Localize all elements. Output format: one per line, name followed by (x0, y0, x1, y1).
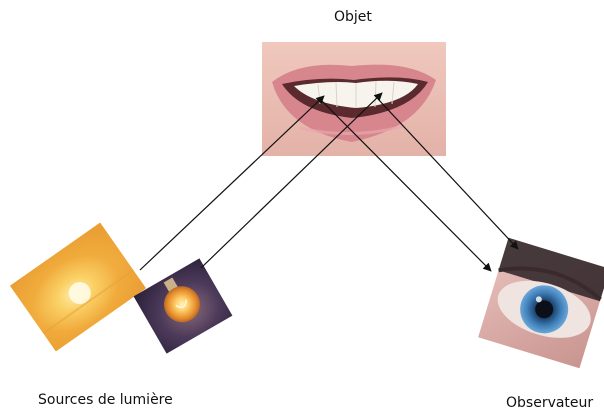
ray-bulb-to-object (200, 92, 383, 269)
eye-photo (478, 237, 604, 369)
light-bulb-photo (133, 258, 233, 354)
light-ray-arrows (139, 92, 519, 272)
ray-sun-to-object (139, 95, 325, 271)
sun-photo (10, 222, 146, 352)
ray-object-to-eye-2 (377, 98, 519, 250)
light-sources-label: Sources de lumière (38, 392, 173, 408)
object-label: Objet (334, 9, 372, 25)
ray-object-to-eye-1 (319, 98, 492, 272)
observer-label: Observateur (506, 395, 594, 411)
object-photo (262, 42, 446, 156)
